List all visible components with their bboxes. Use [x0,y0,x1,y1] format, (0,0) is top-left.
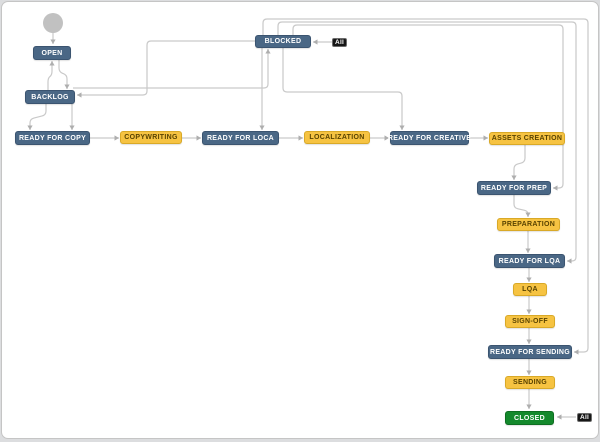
edge-ready-for-sending-to-sending [526,359,532,375]
status-ready-for-sending[interactable]: READY FOR SENDING [488,345,572,359]
status-label: LQA [522,286,538,293]
status-label: READY FOR LQA [498,257,561,265]
status-label: BLOCKED [264,38,302,45]
start-node[interactable] [43,13,63,33]
edge-blocked-to-ready-for-lqa [277,21,577,264]
arrowhead [27,125,33,130]
edge-blocked-to-ready-for-creative [282,48,405,130]
edge-assets-creation-to-ready-for-prep [511,145,526,180]
status-label: PREPARATION [501,221,556,228]
arrowhead [526,277,532,282]
status-label: READY FOR SENDING [489,348,571,356]
status-label: COPYWRITING [124,134,178,141]
status-label: All [335,39,344,46]
status-localization[interactable]: LOCALIZATION [304,131,370,144]
edge-backlog-to-ready-for-copy [27,104,47,130]
arrowhead [196,135,201,141]
edge-all-blocked-to-blocked [313,39,332,45]
arrowhead [298,135,303,141]
status-ready-for-copy[interactable]: READY FOR COPY [15,131,90,145]
arrowhead [50,39,56,44]
edge-backlog-to-ready-for-copy [69,104,75,130]
status-label: READY FOR COPY [18,134,87,142]
edge-blocked-to-ready-for-loca [259,48,265,130]
arrowhead [525,212,531,217]
edge-blocked-to-backlog [77,40,255,98]
arrowhead [511,175,517,180]
edge-localization-to-ready-for-creative [370,135,389,141]
edge-all-closed-to-closed [557,414,576,420]
arrowhead [553,185,558,191]
arrowhead [49,61,55,66]
status-lqa[interactable]: LQA [513,283,547,296]
edge-backlog-to-open [47,61,55,90]
edge-ready-for-prep-to-preparation [513,195,531,217]
all-closed-badge: All [577,413,592,422]
status-ready-for-lqa[interactable]: READY FOR LQA [494,254,565,268]
status-preparation[interactable]: PREPARATION [497,218,560,231]
status-label: READY FOR PREP [480,184,548,192]
status-label: READY FOR LOCA [206,134,275,142]
status-ready-for-creative[interactable]: READY FOR CREATIVE [387,131,472,145]
status-label: BACKLOG [31,93,69,101]
arrowhead [265,49,271,54]
status-blocked[interactable]: BLOCKED [255,35,311,48]
arrowhead [114,135,119,141]
status-label: SENDING [513,379,547,386]
edge-ready-for-loca-to-localization [279,135,303,141]
status-copywriting[interactable]: COPYWRITING [120,131,182,144]
status-ready-for-prep[interactable]: READY FOR PREP [477,181,551,195]
edge-copywriting-to-ready-for-loca [182,135,201,141]
status-label: ASSETS CREATION [491,135,563,142]
edge-ready-for-creative-to-assets-creation [469,135,488,141]
status-open[interactable]: OPEN [33,46,71,60]
arrowhead [567,258,572,264]
arrowhead [313,39,318,45]
edge-open-to-backlog [58,60,70,89]
edge-ready-for-copy-to-copywriting [90,135,119,141]
arrowhead [69,125,75,130]
edge-start-to-open [50,33,56,44]
edge-sign-off-to-ready-for-sending [526,328,532,344]
arrowhead [557,414,562,420]
arrowhead [526,339,532,344]
arrowhead [483,135,488,141]
arrowhead [64,84,70,89]
arrowhead [525,248,531,253]
edge-blocked-to-ready-for-sending [262,18,589,355]
arrowhead [259,125,265,130]
status-label: All [580,414,589,421]
status-label: SIGN-OFF [512,318,548,325]
edge-lqa-to-sign-off [526,296,532,314]
edge-sending-to-closed [526,389,532,409]
arrowhead [526,309,532,314]
status-sign-off[interactable]: SIGN-OFF [505,315,555,328]
status-ready-for-loca[interactable]: READY FOR LOCA [202,131,279,145]
arrowhead [526,404,532,409]
status-label: OPEN [41,49,63,57]
status-label: READY FOR CREATIVE [387,134,472,142]
status-label: CLOSED [514,414,545,422]
all-blocked-badge: All [332,38,347,47]
status-backlog[interactable]: BACKLOG [25,90,75,104]
edge-backlog-to-blocked [73,49,271,89]
status-closed[interactable]: CLOSED [505,411,554,425]
arrowhead [399,125,405,130]
edge-blocked-to-ready-for-prep [292,24,564,191]
arrowhead [384,135,389,141]
edge-ready-for-lqa-to-lqa [526,268,532,282]
arrowhead [77,92,82,98]
arrowhead [574,349,579,355]
status-assets-creation[interactable]: ASSETS CREATION [489,132,565,145]
arrowhead [526,370,532,375]
status-sending[interactable]: SENDING [505,376,555,389]
edge-preparation-to-ready-for-lqa [525,231,531,253]
status-label: LOCALIZATION [309,134,365,141]
